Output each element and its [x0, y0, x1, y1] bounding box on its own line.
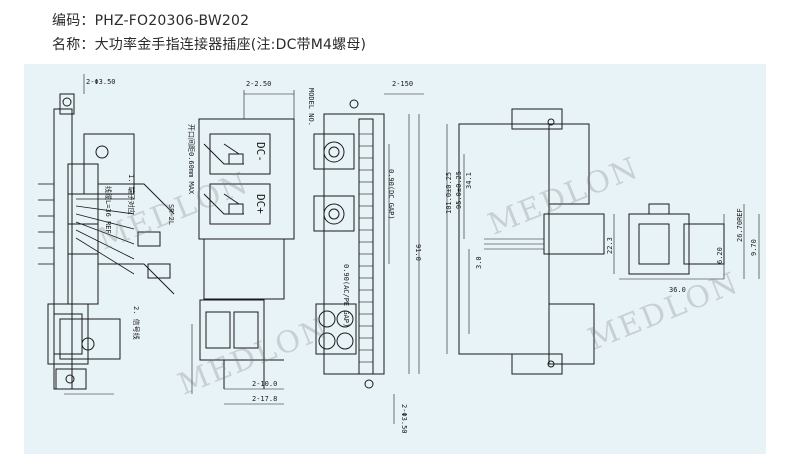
note-open: 开口间距0.60mm MAX: [187, 124, 195, 195]
left-note-1: 线缆L=36 REF: [104, 186, 113, 234]
dc-minus-label: DC-: [254, 142, 267, 162]
dim-bottom-17: 2-17.8: [252, 395, 277, 403]
left-side-view: [38, 74, 175, 395]
pin-gap-label: 0.90(AC/PE GAP): [342, 264, 350, 327]
dim-bottom-10: 2-10.0: [252, 380, 277, 388]
vert-101: 101.0±0.25: [445, 172, 453, 214]
dim-right-26: 26.70REF: [736, 208, 744, 242]
code-label: 编码：: [52, 13, 95, 29]
drawing-svg: DC- DC+ 2-Φ3.50 2-2.50 2-150 26.70REF 9.…: [38, 74, 760, 434]
dc-plus-label: DC+: [254, 194, 267, 214]
code-value: PHZ-FO20306-BW202: [94, 13, 250, 29]
dc-gap-label: 0.90(DC GAP): [387, 169, 395, 220]
dim-top-left: 2-Φ3.50: [86, 78, 116, 86]
dim-2-150: 2-150: [392, 80, 413, 88]
right-side-view: [613, 203, 760, 280]
vert-91: 91.0: [414, 244, 422, 261]
front-angle-view: [191, 90, 295, 405]
product-name: 名称：大功率金手指连接器插座(注:DC带M4螺母): [52, 34, 366, 54]
dim-22: 22.3: [606, 237, 614, 254]
technical-drawing: DC- DC+ 2-Φ3.50 2-2.50 2-150 26.70REF 9.…: [24, 64, 766, 454]
product-code: 编码：PHZ-FO20306-BW202: [52, 10, 249, 30]
name-label: 名称：: [52, 37, 95, 53]
dim-right-6: 6.20: [716, 247, 724, 264]
name-value: 大功率金手指连接器插座(注:DC带M4螺母): [94, 37, 367, 53]
left-note-3: 2. 信号线: [132, 306, 141, 340]
vert-3: 3.0: [475, 256, 483, 269]
left-note-2: 1. 端子对应: [127, 174, 136, 215]
vert-34: 34.1: [465, 172, 473, 189]
dim-2-50: 2-2.50: [246, 80, 271, 88]
vert-95: 95.0±0.25: [455, 171, 463, 209]
plan-view: [446, 108, 605, 375]
front-face-view: [313, 93, 424, 424]
dim-right-9: 9.70: [750, 239, 758, 256]
dim-36: 36.0: [669, 286, 686, 294]
model-note: MODEL NO.: [307, 88, 315, 126]
dim-bottom-phi: 2-Φ3.50: [400, 404, 408, 434]
note-sr: SR-2L: [167, 204, 175, 225]
